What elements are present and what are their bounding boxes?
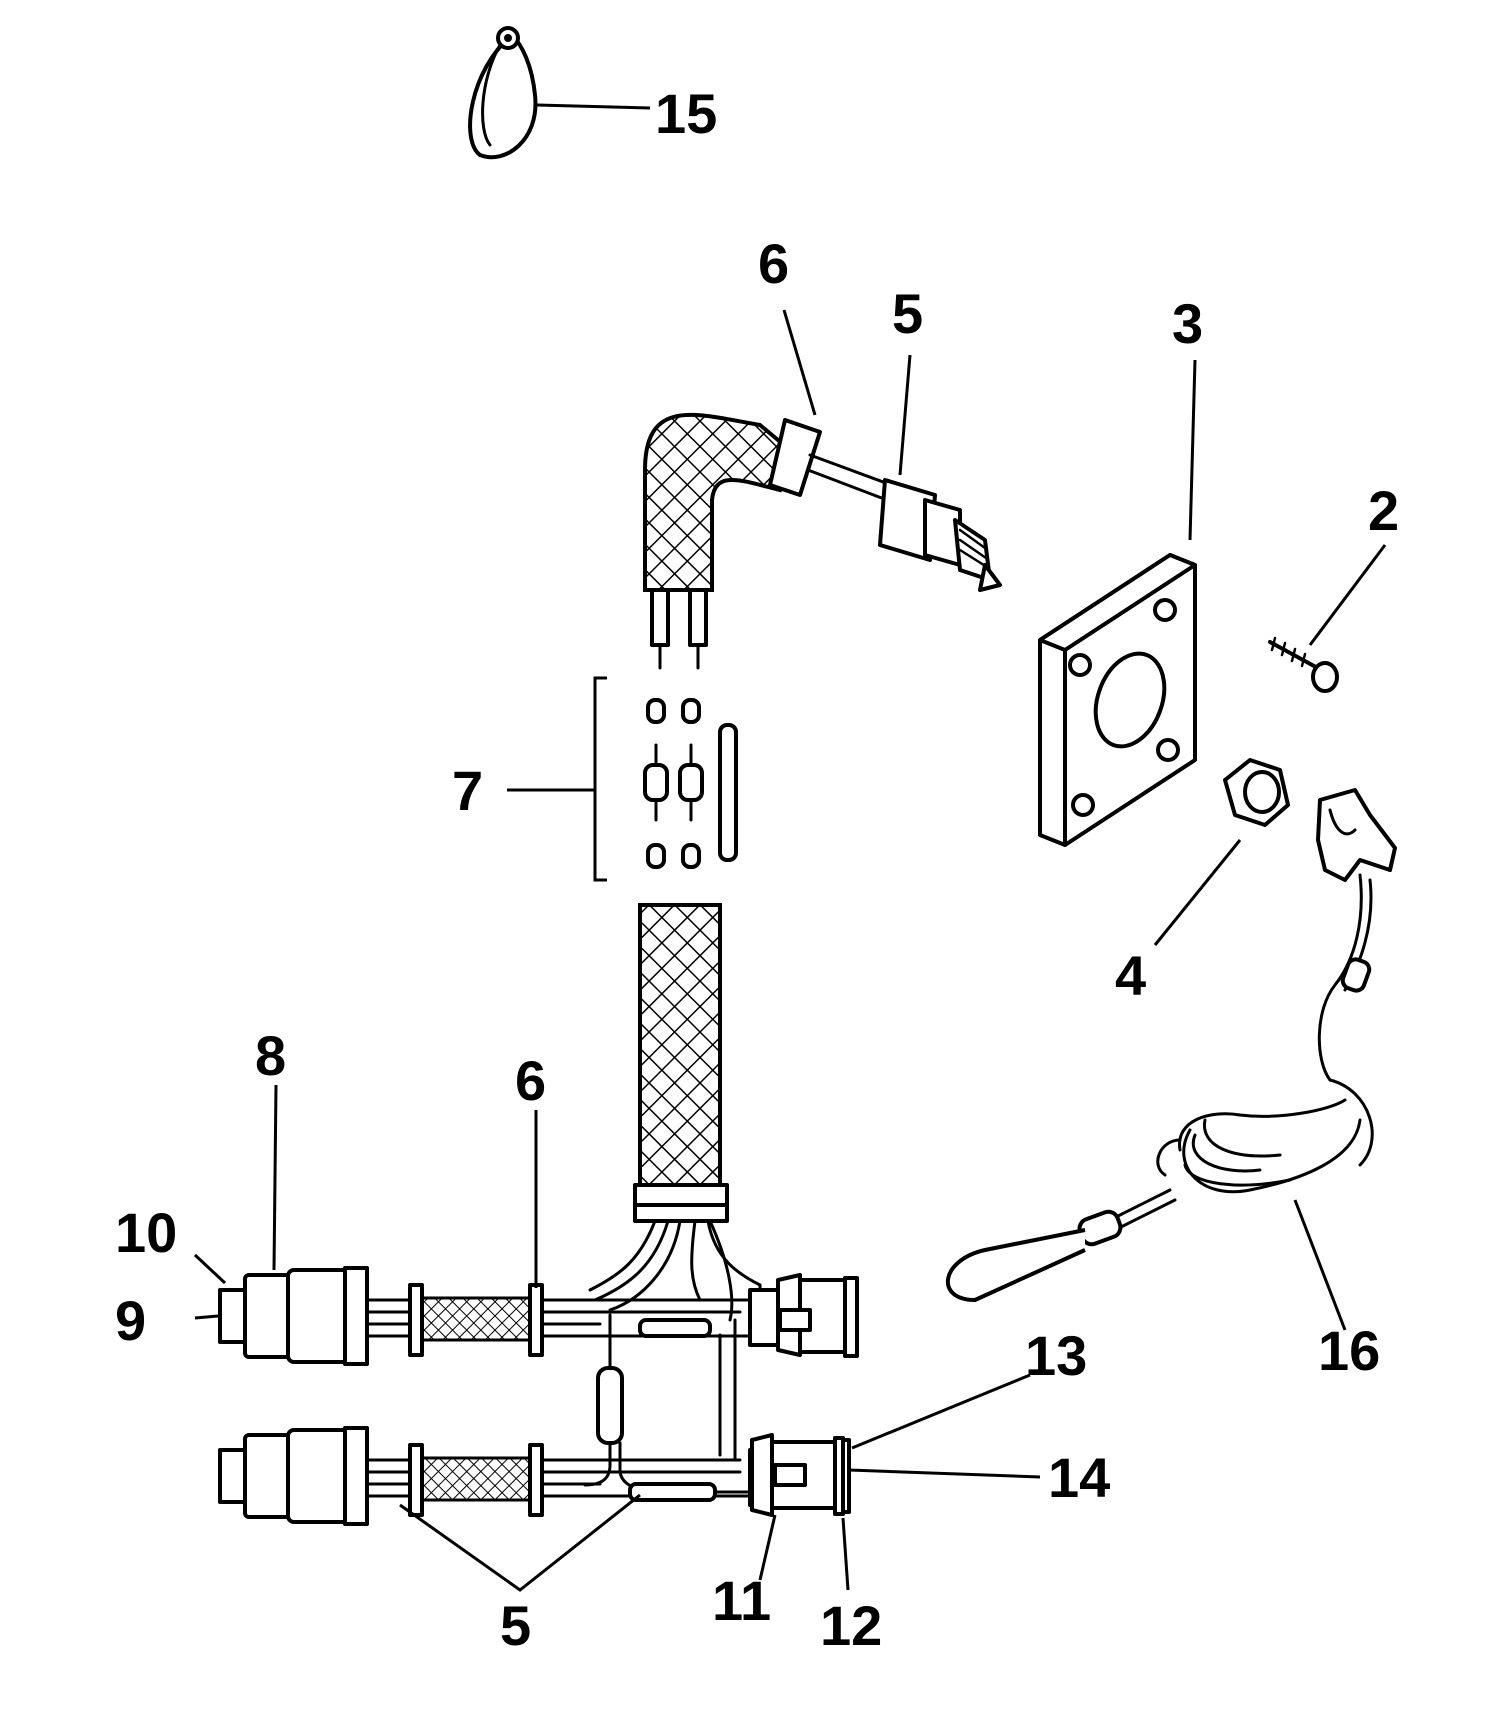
part-junction-drop <box>583 1313 737 1497</box>
callout-3: 3 <box>1172 292 1203 355</box>
part-4-hex-nut <box>1223 758 1290 827</box>
part-2-screw <box>1268 636 1339 693</box>
callout-14: 14 <box>1048 1446 1110 1509</box>
part-lower-branch-connector <box>218 1426 851 1526</box>
part-lower-harness-trunk <box>588 903 762 1322</box>
callout-labels: 15 6 5 3 2 7 4 8 6 10 9 16 13 14 11 12 5 <box>115 82 1399 1657</box>
part-7-terminals <box>593 676 738 882</box>
callout-5-upper: 5 <box>892 282 923 345</box>
part-16-lanyard <box>946 788 1397 1302</box>
callout-16: 16 <box>1318 1319 1380 1382</box>
callout-15: 15 <box>655 82 717 145</box>
part-upper-branch-connector <box>218 1266 859 1366</box>
callout-13: 13 <box>1025 1324 1087 1387</box>
callout-11: 11 <box>712 1569 771 1632</box>
callout-6-lower: 6 <box>515 1049 546 1112</box>
callout-8: 8 <box>255 1024 286 1087</box>
part-3-mounting-plate <box>1038 553 1197 847</box>
leader-lines <box>193 103 1387 1592</box>
part-15-wire-tie <box>468 26 538 160</box>
callout-6-upper: 6 <box>758 232 789 295</box>
callout-2: 2 <box>1368 479 1399 542</box>
callout-9: 9 <box>115 1289 146 1352</box>
callout-7: 7 <box>452 759 483 822</box>
callout-4: 4 <box>1115 944 1146 1007</box>
part-upper-harness-elbow <box>643 412 1002 670</box>
callout-10: 10 <box>115 1201 177 1264</box>
callout-5-lower: 5 <box>500 1594 531 1657</box>
callout-12: 12 <box>820 1594 882 1657</box>
